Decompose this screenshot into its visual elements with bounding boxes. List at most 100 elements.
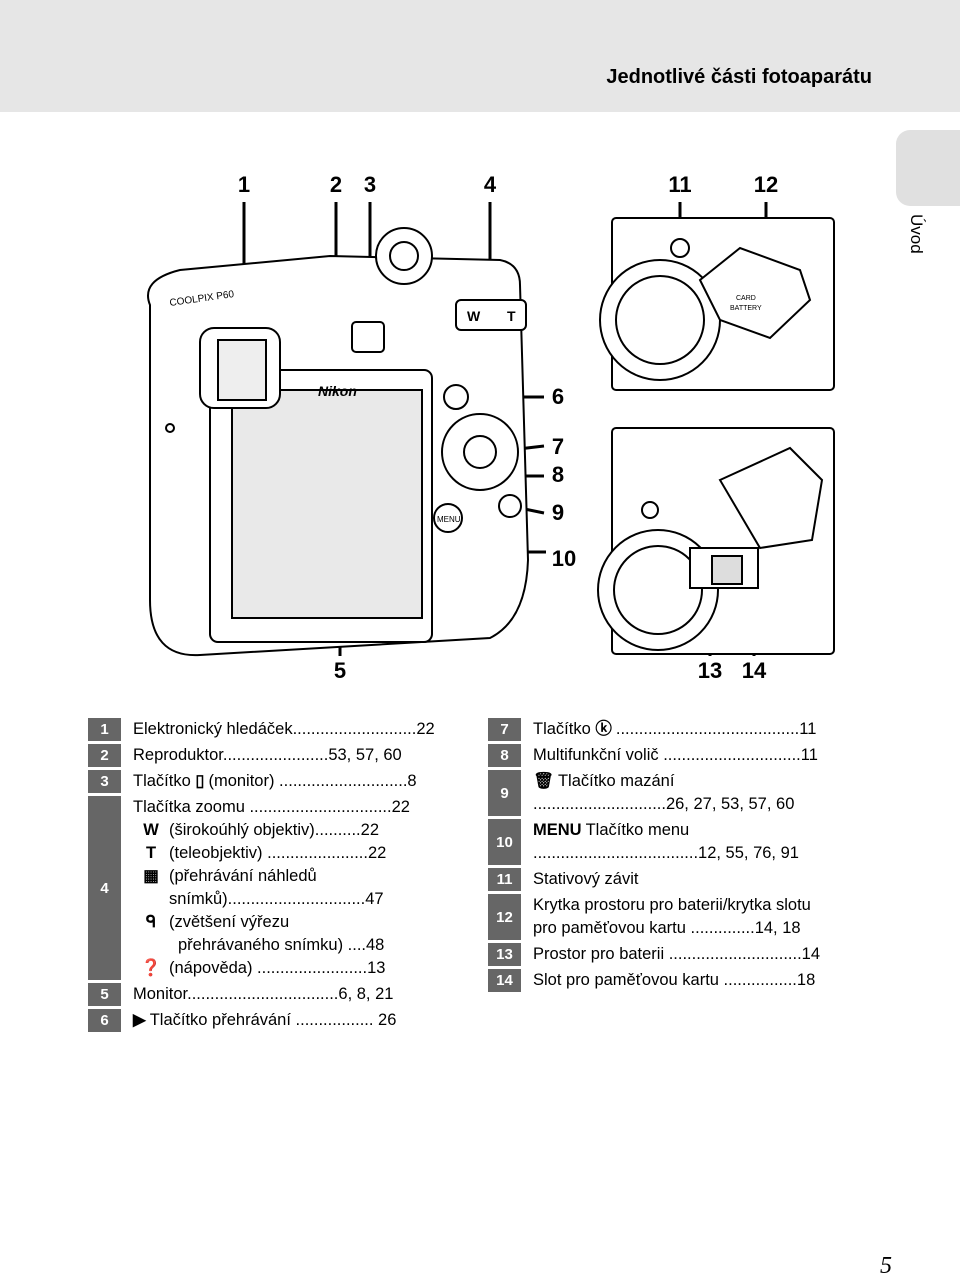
playback-zoom-icon: ᑫ — [145, 913, 157, 931]
legend-number: 11 — [488, 868, 521, 891]
legend-number: 8 — [488, 744, 521, 767]
legend-text: Krytka prostoru pro baterii/krytka slotu… — [521, 894, 878, 940]
legend-text: Monitor.................................… — [133, 985, 394, 1003]
thumbnail-text: (přehrávání náhledů — [169, 867, 317, 885]
page-number: 5 — [880, 1253, 892, 1279]
help-text: (nápověda) ........................13 — [169, 959, 386, 977]
legend-text: Stativový závit — [533, 870, 639, 888]
battery-label: BATTERY — [730, 305, 762, 312]
legend-text: Elektronický hledáček...................… — [133, 720, 435, 738]
legend-label: Tlačítko přehrávání ................. 26 — [149, 1011, 397, 1029]
callout-13: 13 — [698, 658, 722, 683]
callout-3: 3 — [364, 172, 376, 197]
playback-zoom-text: (zvětšení výřezu — [169, 913, 290, 931]
callout-1: 1 — [238, 172, 250, 197]
legend-row: 5 Monitor...............................… — [88, 983, 468, 1006]
camera-bottom-view: CARD BATTERY — [599, 217, 835, 391]
callout-11: 11 — [668, 172, 691, 197]
legend-row: 4 Tlačítka zoomu .......................… — [88, 796, 468, 980]
legend-number: 9 — [488, 770, 521, 816]
legend-number: 1 — [88, 718, 121, 741]
legend-row: 11 Stativový závit — [488, 868, 878, 891]
menu-button-mark: MENU — [437, 515, 461, 524]
legend-number: 14 — [488, 969, 521, 992]
monitor-icon: ▯ — [195, 772, 205, 790]
legend-text: Reproduktor.......................53, 57… — [133, 746, 402, 764]
legend-row: 12 Krytka prostoru pro baterii/krytka sl… — [488, 894, 878, 940]
legend-number: 7 — [488, 718, 521, 741]
callout-6: 6 — [552, 384, 564, 409]
page-header-title: Jednotlivé části fotoaparátu — [606, 66, 872, 88]
wide-text: (širokoúhlý objektiv)..........22 — [169, 821, 379, 839]
delete-icon: 🗑 — [533, 772, 554, 790]
callout-2: 2 — [330, 172, 342, 197]
callout-5: 5 — [334, 658, 346, 683]
legend-row: 3 Tlačítko ▯(monitor) ..................… — [88, 770, 468, 793]
card-label: CARD — [736, 295, 756, 302]
wide-icon: W — [143, 821, 159, 839]
playback-zoom-text-cont: přehrávaného snímku) ....48 — [178, 936, 385, 954]
legend-left: 1 Elektronický hledáček.................… — [88, 718, 468, 1035]
legend-right: 7 Tlačítko ⓚ............................… — [488, 718, 878, 995]
legend-page-ref: pro paměťovou kartu ..............14, 18 — [533, 919, 801, 937]
legend-number: 4 — [88, 796, 121, 980]
legend-text: Multifunkční volič .....................… — [533, 746, 818, 764]
legend-page-ref: .............................26, 27, 53,… — [533, 795, 795, 813]
legend-text: Tlačítka zoomu .........................… — [121, 796, 468, 980]
tele-text: (teleobjektiv) ......................22 — [169, 844, 387, 862]
brand-logo: Nikon — [318, 383, 357, 399]
legend-page-ref: ....................................12, … — [533, 844, 799, 862]
legend-label: Tlačítko — [533, 720, 591, 738]
legend-text: ▶Tlačítko přehrávání ................. 2… — [121, 1009, 468, 1032]
legend-number: 6 — [88, 1009, 121, 1032]
legend-number: 3 — [88, 770, 121, 793]
thumbnail-icon: ▦ — [143, 867, 159, 885]
legend-text: Tlačítko ▯(monitor) ....................… — [121, 770, 468, 793]
callout-7: 7 — [552, 434, 564, 459]
callout-9: 9 — [552, 500, 564, 525]
play-icon: ▶ — [133, 1011, 146, 1029]
legend-number: 10 — [488, 819, 521, 865]
legend-number: 2 — [88, 744, 121, 767]
callout-10: 10 — [552, 546, 576, 571]
legend-row: 13 Prostor pro baterii .................… — [488, 943, 878, 966]
tele-icon: T — [145, 844, 157, 862]
legend-page-ref: (monitor) ............................8 — [208, 772, 417, 790]
legend-page-ref: ........................................… — [615, 720, 817, 738]
legend-label: Tlačítko menu — [585, 821, 690, 839]
help-icon: ❓ — [140, 959, 162, 977]
legend-number: 13 — [488, 943, 521, 966]
ok-icon: ⓚ — [595, 720, 612, 738]
callout-12: 12 — [754, 172, 778, 197]
thumbnail-text-cont: snímků)..............................47 — [169, 890, 384, 908]
camera-illustration: 1 2 3 4 5 6 7 8 9 10 11 12 13 14 — [147, 172, 835, 683]
camera-back-view: W T MENU Nikon COOLPIX P60 — [147, 227, 530, 657]
legend-row: 6 ▶Tlačítko přehrávání .................… — [88, 1009, 468, 1032]
camera-battery-view — [597, 427, 835, 655]
legend-label: Tlačítko mazání — [557, 772, 675, 790]
callout-4: 4 — [484, 172, 497, 197]
legend-row: 2 Reproduktor.......................53, … — [88, 744, 468, 767]
legend-label: Tlačítko — [133, 772, 191, 790]
legend-number: 5 — [88, 983, 121, 1006]
header-band — [0, 0, 960, 112]
chapter-tab-label: Úvod — [907, 214, 926, 254]
legend-number: 12 — [488, 894, 521, 940]
legend-label: Krytka prostoru pro baterii/krytka slotu — [533, 896, 811, 914]
zoom-buttons-label: Tlačítka zoomu .........................… — [133, 798, 410, 816]
zoom-t-mark: T — [507, 308, 516, 324]
legend-row: 7 Tlačítko ⓚ............................… — [488, 718, 878, 741]
legend-row: 9 🗑Tlačítko mazání .....................… — [488, 770, 878, 816]
legend-text: Slot pro paměťovou kartu ...............… — [533, 971, 816, 989]
legend-row: 14 Slot pro paměťovou kartu ............… — [488, 969, 878, 992]
legend-text: Prostor pro baterii ....................… — [533, 945, 821, 963]
legend-row: 8 Multifunkční volič ...................… — [488, 744, 878, 767]
callout-8: 8 — [552, 462, 564, 487]
menu-icon: MENU — [533, 821, 582, 839]
camera-parts-figure: 1 2 3 4 5 6 7 8 9 10 11 12 13 14 — [0, 160, 960, 700]
legend-text: 🗑Tlačítko mazání .......................… — [521, 770, 878, 816]
legend-row: 1 Elektronický hledáček.................… — [88, 718, 468, 741]
chapter-tab — [896, 130, 960, 206]
zoom-w-mark: W — [467, 308, 481, 324]
